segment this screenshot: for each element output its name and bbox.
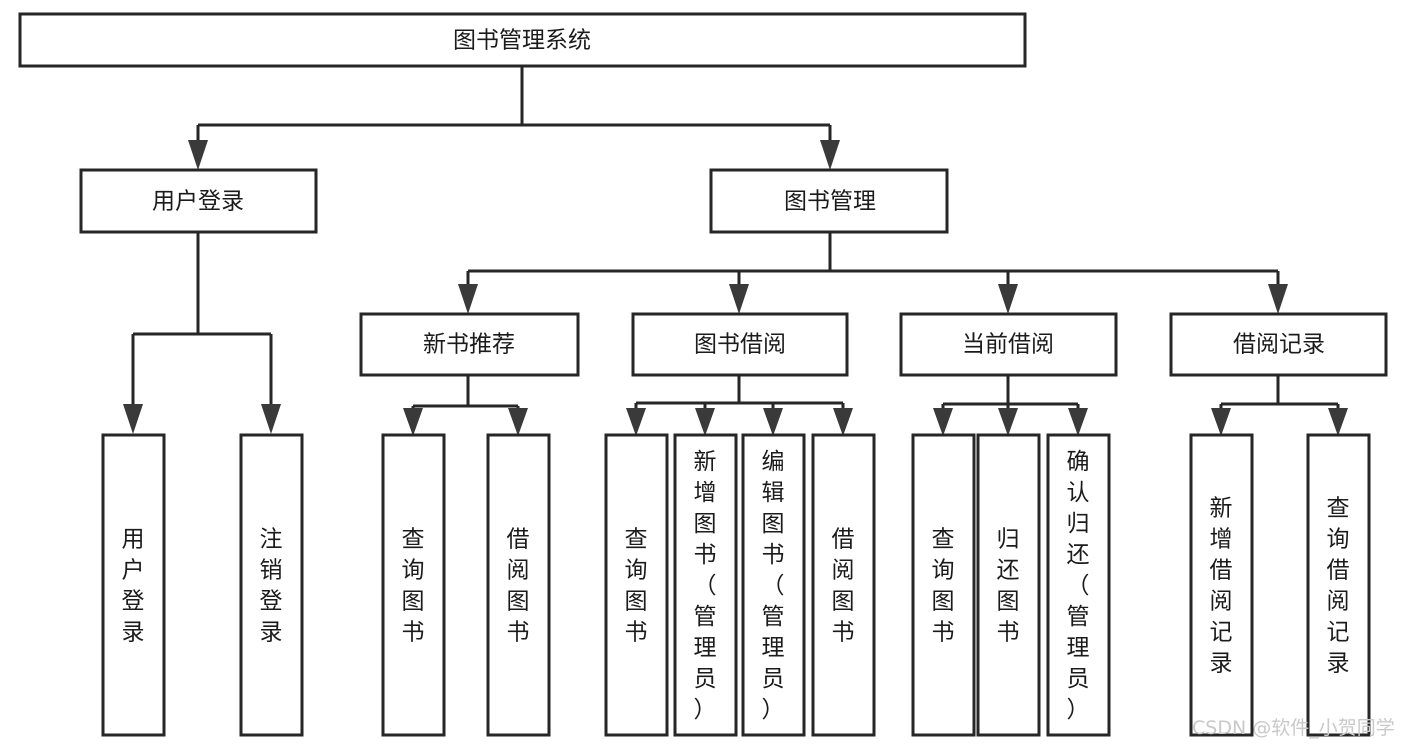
node-borrow-record[interactable]: 借阅记录 bbox=[1169, 312, 1388, 377]
node-root-box[interactable] bbox=[18, 12, 1027, 68]
arrow-head-book-management bbox=[820, 140, 840, 170]
arrow-head-leaf-user-login bbox=[123, 404, 143, 434]
arrow-head-leaf-add-book bbox=[695, 408, 715, 436]
connector-layer bbox=[123, 66, 1348, 436]
node-root[interactable]: 图书管理系统 bbox=[18, 12, 1027, 68]
leaf-node-query-book-2[interactable]: 查询图书 bbox=[604, 433, 669, 737]
arrow-head-new-book-recommend bbox=[458, 284, 478, 314]
node-book-management-label: 图书管理 bbox=[784, 189, 876, 215]
arrow-head-book-borrow bbox=[729, 284, 749, 314]
arrow-head-user-login bbox=[188, 140, 208, 170]
arrow-head-leaf-logout bbox=[261, 404, 281, 434]
node-borrow-record-label: 借阅记录 bbox=[1233, 332, 1325, 358]
leaf-node-borrow-book-1[interactable]: 借阅图书 bbox=[486, 433, 551, 737]
leaf-query-book-1-label: 查询图书 bbox=[402, 527, 425, 646]
leaf-return-book-box[interactable] bbox=[976, 433, 1041, 737]
leaf-confirm-return-label: 确认归还（管理员） bbox=[1067, 449, 1090, 723]
arrow-head-leaf-edit-book bbox=[763, 408, 783, 436]
leaf-user-login-box[interactable] bbox=[101, 433, 166, 737]
node-current-borrow[interactable]: 当前借阅 bbox=[899, 312, 1118, 377]
leaf-edit-book-box[interactable] bbox=[741, 433, 806, 737]
node-current-borrow-label: 当前借阅 bbox=[962, 332, 1054, 358]
leaf-borrow-book-1-label: 借阅图书 bbox=[507, 527, 530, 646]
leaf-query-book-3-label: 查询图书 bbox=[932, 527, 955, 646]
leaf-query-book-2-box[interactable] bbox=[604, 433, 669, 737]
arrow-head-leaf-confirm-return bbox=[1068, 408, 1088, 436]
leaf-borrow-book-2-label: 借阅图书 bbox=[832, 527, 855, 646]
leaf-add-book-box[interactable] bbox=[673, 433, 738, 737]
leaf-borrow-book-2-box[interactable] bbox=[811, 433, 876, 737]
arrow-head-leaf-query-book-2 bbox=[626, 408, 646, 436]
leaf-node-borrow-book-2[interactable]: 借阅图书 bbox=[811, 433, 876, 737]
leaf-return-book-label: 归还图书 bbox=[997, 527, 1020, 646]
leaf-node-logout[interactable]: 注销登录 bbox=[239, 433, 304, 737]
leaf-node-add-record[interactable]: 新增借阅记录 bbox=[1189, 433, 1254, 737]
node-book-borrow-box[interactable] bbox=[631, 312, 849, 377]
arrow-head-leaf-query-record bbox=[1328, 408, 1348, 436]
node-book-borrow-label: 图书借阅 bbox=[694, 332, 786, 358]
leaf-edit-book-label: 编辑图书（管理员） bbox=[762, 449, 785, 723]
node-user-login-box[interactable] bbox=[79, 168, 318, 234]
arrow-head-leaf-borrow-book-1 bbox=[508, 408, 528, 436]
node-user-login-label: 用户登录 bbox=[152, 189, 244, 215]
node-book-borrow[interactable]: 图书借阅 bbox=[631, 312, 849, 377]
leaf-node-user-login[interactable]: 用户登录 bbox=[101, 433, 166, 737]
leaf-add-book-label: 新增图书（管理员） bbox=[694, 449, 717, 723]
arrow-head-leaf-return-book bbox=[998, 408, 1018, 436]
leaf-query-book-2-label: 查询图书 bbox=[625, 527, 648, 646]
leaf-node-confirm-return[interactable]: 确认归还（管理员） bbox=[1046, 433, 1111, 737]
node-user-login[interactable]: 用户登录 bbox=[79, 168, 318, 234]
leaf-query-book-1-box[interactable] bbox=[381, 433, 446, 737]
arrow-head-leaf-query-book-1 bbox=[403, 408, 423, 436]
leaf-add-record-label: 新增借阅记录 bbox=[1210, 496, 1233, 677]
arrow-head-leaf-borrow-book-2 bbox=[833, 408, 853, 436]
node-new-book-recommend-box[interactable] bbox=[359, 312, 580, 377]
node-new-book-recommend-label: 新书推荐 bbox=[423, 332, 515, 358]
leaf-query-record-box[interactable] bbox=[1306, 433, 1371, 737]
leaf-confirm-return-box[interactable] bbox=[1046, 433, 1111, 737]
node-book-management[interactable]: 图书管理 bbox=[709, 168, 949, 234]
node-new-book-recommend[interactable]: 新书推荐 bbox=[359, 312, 580, 377]
leaf-node-query-record[interactable]: 查询借阅记录 bbox=[1306, 433, 1371, 737]
leaf-node-return-book[interactable]: 归还图书 bbox=[976, 433, 1041, 737]
arrow-head-current-borrow bbox=[998, 284, 1018, 314]
node-borrow-record-box[interactable] bbox=[1169, 312, 1388, 377]
leaf-node-query-book-3[interactable]: 查询图书 bbox=[911, 433, 976, 737]
leaf-logout-label: 注销登录 bbox=[260, 527, 283, 646]
arrow-head-borrow-record bbox=[1268, 284, 1288, 314]
leaf-borrow-book-1-box[interactable] bbox=[486, 433, 551, 737]
node-current-borrow-box[interactable] bbox=[899, 312, 1118, 377]
csdn-watermark: CSDN @软件_小贺同学 bbox=[1192, 717, 1395, 739]
leaf-add-record-box[interactable] bbox=[1189, 433, 1254, 737]
leaf-node-edit-book[interactable]: 编辑图书（管理员） bbox=[741, 433, 806, 737]
node-root-label: 图书管理系统 bbox=[453, 28, 591, 54]
arrow-head-leaf-add-record bbox=[1211, 408, 1231, 436]
leaf-logout-box[interactable] bbox=[239, 433, 304, 737]
leaf-node-add-book[interactable]: 新增图书（管理员） bbox=[673, 433, 738, 737]
node-book-management-box[interactable] bbox=[709, 168, 949, 234]
leaf-user-login-label: 用户登录 bbox=[122, 527, 145, 646]
arrow-head-leaf-query-book-3 bbox=[933, 408, 953, 436]
leaf-node-query-book-1[interactable]: 查询图书 bbox=[381, 433, 446, 737]
leaf-query-book-3-box[interactable] bbox=[911, 433, 976, 737]
leaf-query-record-label: 查询借阅记录 bbox=[1327, 496, 1350, 677]
